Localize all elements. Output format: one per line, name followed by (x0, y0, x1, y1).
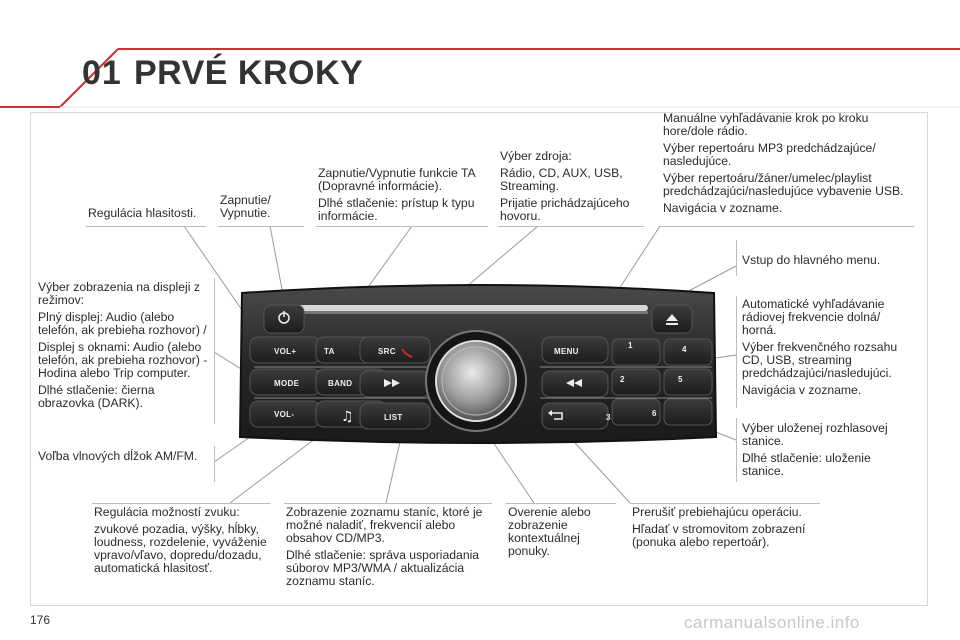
label-ta: Zapnutie/Vypnutie funkcie TA (Dopravné i… (318, 166, 475, 223)
page-number: 176 (30, 613, 51, 627)
list-button[interactable]: LIST (384, 413, 403, 422)
rotary-knob[interactable] (440, 345, 512, 417)
preset-5-button[interactable]: 5 (678, 375, 683, 384)
divider (506, 503, 616, 504)
label-auto-search: Automatické vyhľadávanie rádiovej frekve… (742, 297, 898, 397)
label-menu: Vstup do hlavného menu. (742, 253, 881, 267)
divider (630, 503, 820, 504)
divider (736, 418, 737, 482)
sound-button[interactable] (320, 403, 382, 425)
divider (736, 296, 737, 408)
power-button[interactable] (276, 308, 296, 328)
vol-minus-button[interactable]: VOL- (274, 410, 295, 419)
label-source: Výber zdroja: Rádio, CD, AUX, USB, Strea… (500, 149, 630, 223)
divider (86, 226, 206, 227)
preset-1-button[interactable]: 1 (628, 341, 633, 350)
radio-panel: ♫ VOL+ TA SRC MENU MODE BAND VOL- LIST 1… (236, 283, 720, 447)
vol-plus-button[interactable]: VOL+ (274, 347, 297, 356)
ta-button[interactable]: TA (324, 347, 335, 356)
band-button[interactable]: BAND (328, 379, 353, 388)
label-sound: Regulácia možností zvuku: zvukové pozadi… (94, 505, 267, 575)
seek-back-button[interactable] (364, 373, 426, 395)
seek-forward-button[interactable] (546, 373, 604, 395)
watermark: carmanualsonline.info (684, 613, 860, 632)
divider (316, 226, 488, 227)
divider (214, 446, 215, 482)
label-list: Zobrazenie zoznamu staníc, ktoré je možn… (286, 505, 483, 588)
label-band: Voľba vlnových dĺžok AM/FM. (38, 449, 198, 463)
divider (660, 226, 914, 227)
content-frame (30, 112, 928, 606)
preset-3-button[interactable]: 3 (606, 413, 611, 422)
label-context: Overenie alebo zobrazenie kontextuálnej … (508, 505, 591, 558)
src-button[interactable]: SRC (378, 347, 396, 356)
preset-2-button[interactable]: 2 (620, 375, 625, 384)
label-back: Prerušiť prebiehajúcu operáciu. Hľadať v… (632, 505, 806, 549)
divider (92, 503, 270, 504)
divider (284, 503, 492, 504)
preset-4-button[interactable]: 4 (682, 345, 687, 354)
label-stored-station: Výber uloženej rozhlasovej stanice. Dlhé… (742, 421, 888, 478)
menu-button[interactable]: MENU (554, 347, 579, 356)
label-mode: Výber zobrazenia na displeji z režimov: … (38, 280, 208, 410)
divider (214, 278, 215, 424)
divider (498, 226, 644, 227)
chapter-title: PRVÉ KROKY (134, 54, 364, 92)
eject-button[interactable] (654, 307, 690, 331)
back-button[interactable] (544, 405, 604, 427)
preset-6-button[interactable]: 6 (652, 409, 657, 418)
label-manual-search: Manuálne vyhľadávanie krok po kroku hore… (663, 111, 904, 215)
chapter-number: 01 (82, 54, 122, 92)
divider (736, 240, 737, 276)
svg-text:♫: ♫ (341, 409, 354, 425)
mode-button[interactable]: MODE (274, 379, 300, 388)
chapter-header-graphic (0, 48, 960, 110)
radio-panel-graphic: ♫ (238, 284, 718, 444)
divider (218, 226, 304, 227)
label-volume: Regulácia hlasitosti. (88, 206, 197, 220)
label-power: Zapnutie/ Vypnutie. (220, 193, 271, 220)
